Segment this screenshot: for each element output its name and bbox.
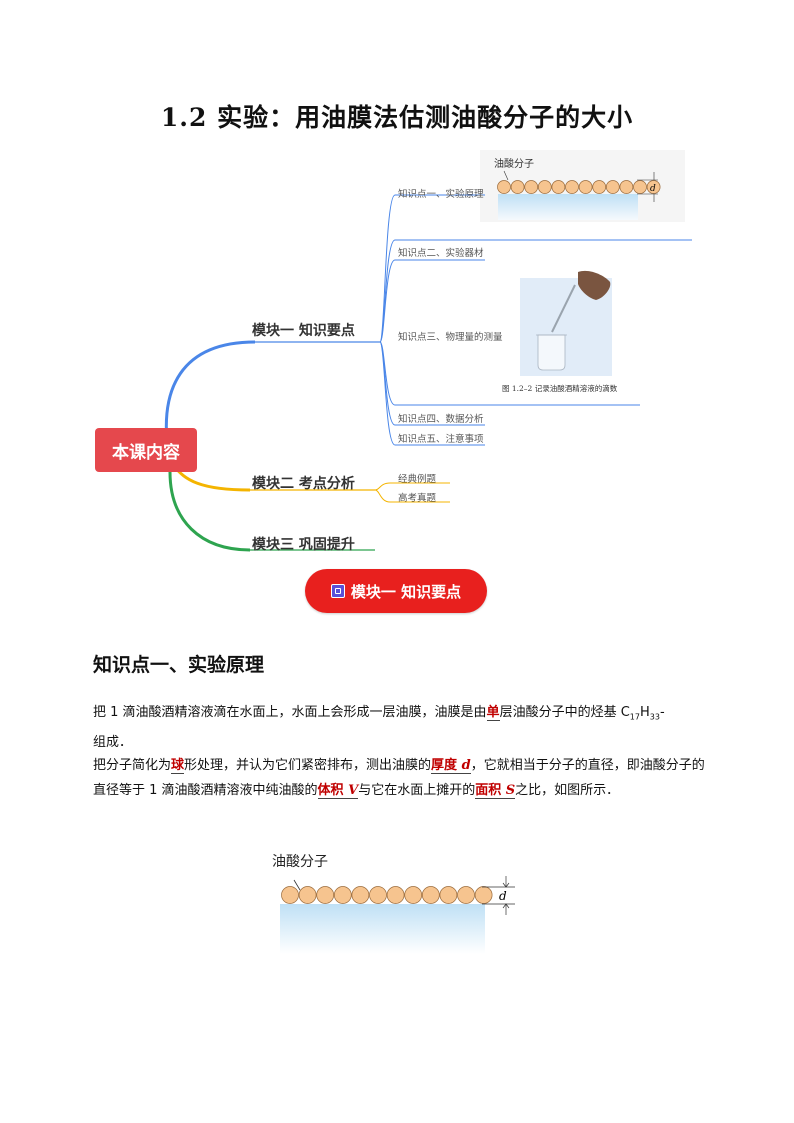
module-one-button[interactable]: 模块一 知识要点 — [305, 569, 487, 613]
molecule — [439, 886, 458, 904]
small-oil-film-figure: d 油酸分子 — [480, 150, 685, 222]
molecule — [524, 180, 539, 194]
section-heading: 知识点一、实验原理 — [93, 654, 265, 676]
molecule — [386, 886, 405, 904]
molecule — [474, 886, 493, 904]
molecule — [457, 886, 475, 904]
mindmap: d 油酸分子 图 1.2–2 记录油酸酒精溶液的滴数 — [164, 150, 692, 552]
molecule — [646, 180, 661, 194]
molecule — [421, 886, 440, 904]
molecule — [565, 180, 579, 194]
molecule — [551, 180, 566, 194]
module2-item-1: 经典例题 — [398, 474, 437, 485]
module-three-label: 模块三 巩固提升 — [252, 537, 355, 553]
molecule — [592, 180, 607, 194]
module-two-label: 模块二 考点分析 — [252, 476, 355, 492]
molecule — [497, 180, 511, 194]
molecule — [510, 180, 525, 194]
molecule — [605, 180, 620, 194]
molecule — [537, 180, 552, 194]
kp-item-2: 知识点二、实验器材 — [398, 248, 484, 259]
paragraph-1: 把 1 滴油酸酒精溶液滴在水面上，水面上会形成一层油膜，油膜是由单层油酸分子中的… — [93, 705, 665, 750]
kp-item-3: 知识点三、物理量的测量 — [398, 332, 503, 343]
figure-label: 油酸分子 — [272, 854, 328, 870]
module2-item-2: 高考真题 — [398, 493, 437, 504]
photo-caption: 图 1.2–2 记录油酸酒精溶液的滴数 — [502, 383, 618, 393]
kp-item-4: 知识点四、数据分析 — [398, 414, 484, 425]
molecule — [316, 886, 335, 904]
molecule — [578, 180, 593, 194]
oil-film-figure: d — [280, 876, 515, 954]
molecule — [369, 886, 387, 904]
figure-d-label: d — [499, 889, 507, 903]
molecule — [633, 180, 647, 194]
page-title: 1.2 实验：用油膜法估测油酸分子的大小 — [160, 103, 634, 132]
molecule — [619, 180, 634, 194]
kp-item-1: 知识点一、实验原理 — [398, 189, 484, 200]
molecule — [333, 886, 352, 904]
molecule — [281, 886, 299, 904]
module-one-button-label: 模块一 知识要点 — [350, 582, 462, 601]
dropper-photo: 图 1.2–2 记录油酸酒精溶液的滴数 — [495, 258, 647, 410]
molecule — [298, 886, 317, 904]
module-icon — [330, 584, 345, 598]
module-one-label: 模块一 知识要点 — [252, 323, 355, 339]
kp-item-5: 知识点五、注意事项 — [398, 434, 484, 445]
small-fig-label: 油酸分子 — [494, 157, 534, 170]
mindmap-root: 本课内容 — [95, 428, 197, 472]
paragraph-2: 把分子简化为球形处理，并认为它们紧密排布，测出油膜的厚度 d，它就相当于分子的直… — [93, 758, 705, 799]
molecule — [351, 886, 370, 904]
small-fig-d: d — [650, 184, 656, 194]
molecule — [404, 886, 423, 904]
